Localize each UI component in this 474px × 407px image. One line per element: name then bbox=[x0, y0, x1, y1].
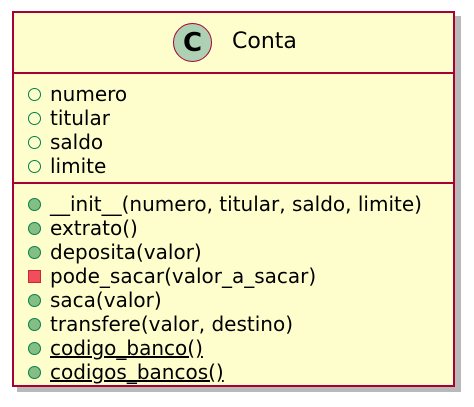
public-method-icon bbox=[28, 365, 41, 379]
public-method-icon bbox=[28, 221, 41, 235]
field-label: saldo bbox=[50, 130, 104, 154]
field-row: numero bbox=[28, 82, 127, 106]
method-label: extrato() bbox=[50, 216, 138, 240]
public-method-icon bbox=[28, 341, 41, 355]
field-label: limite bbox=[50, 154, 107, 178]
method-label: saca(valor) bbox=[50, 288, 162, 312]
field-row: limite bbox=[28, 154, 106, 178]
method-row: extrato() bbox=[28, 216, 138, 240]
static-method-label: codigo_banco() bbox=[50, 336, 203, 360]
method-row: codigo_banco() bbox=[28, 336, 203, 360]
public-method-icon bbox=[28, 293, 41, 307]
class-header: C Conta bbox=[14, 13, 453, 74]
static-method-label: codigos_bancos() bbox=[50, 360, 224, 384]
field-label: titular bbox=[50, 106, 110, 130]
public-field-icon bbox=[28, 87, 41, 101]
method-row: __init__(numero, titular, saldo, limite) bbox=[28, 192, 422, 216]
public-field-icon bbox=[28, 111, 41, 125]
fields-compartment: numero titular saldo limite bbox=[14, 74, 453, 184]
method-row: saca(valor) bbox=[28, 288, 162, 312]
method-label: transfere(valor, destino) bbox=[50, 312, 294, 336]
class-stereotype-icon: C bbox=[173, 23, 212, 62]
method-label: __init__(numero, titular, saldo, limite) bbox=[50, 192, 422, 216]
method-row: deposita(valor) bbox=[28, 240, 202, 264]
methods-compartment: __init__(numero, titular, saldo, limite)… bbox=[14, 184, 453, 385]
field-row: saldo bbox=[28, 130, 103, 154]
method-row: codigos_bancos() bbox=[28, 360, 224, 384]
private-method-icon bbox=[28, 269, 41, 283]
field-label: numero bbox=[50, 82, 128, 106]
field-row: titular bbox=[28, 106, 110, 130]
method-row: transfere(valor, destino) bbox=[28, 312, 293, 336]
public-field-icon bbox=[28, 159, 41, 173]
public-method-icon bbox=[28, 197, 41, 211]
class-box-conta[interactable]: C Conta numero titular saldo limite __in… bbox=[12, 11, 455, 387]
public-field-icon bbox=[28, 135, 41, 149]
method-row: pode_sacar(valor_a_sacar) bbox=[28, 264, 316, 288]
method-label: pode_sacar(valor_a_sacar) bbox=[50, 264, 317, 288]
class-name: Conta bbox=[232, 29, 297, 54]
method-label: deposita(valor) bbox=[50, 240, 202, 264]
public-method-icon bbox=[28, 245, 41, 259]
public-method-icon bbox=[28, 317, 41, 331]
